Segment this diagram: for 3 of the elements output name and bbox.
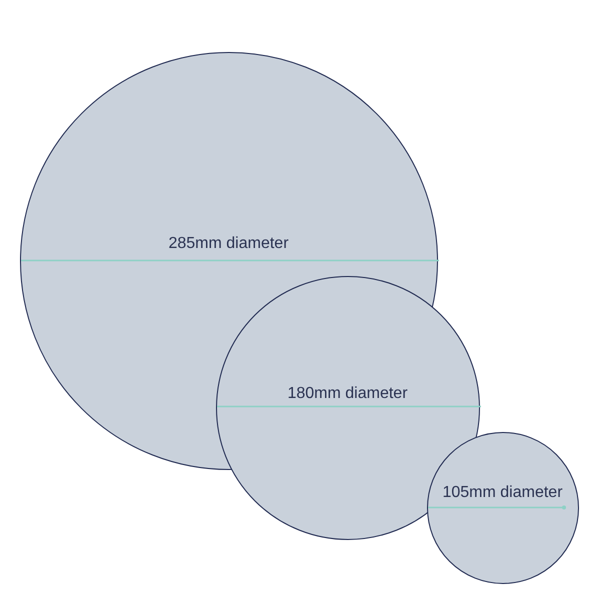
dimension-label: 285mm diameter bbox=[168, 234, 289, 252]
dimension-label: 180mm diameter bbox=[287, 384, 408, 402]
dimension-label: 105mm diameter bbox=[442, 484, 563, 502]
